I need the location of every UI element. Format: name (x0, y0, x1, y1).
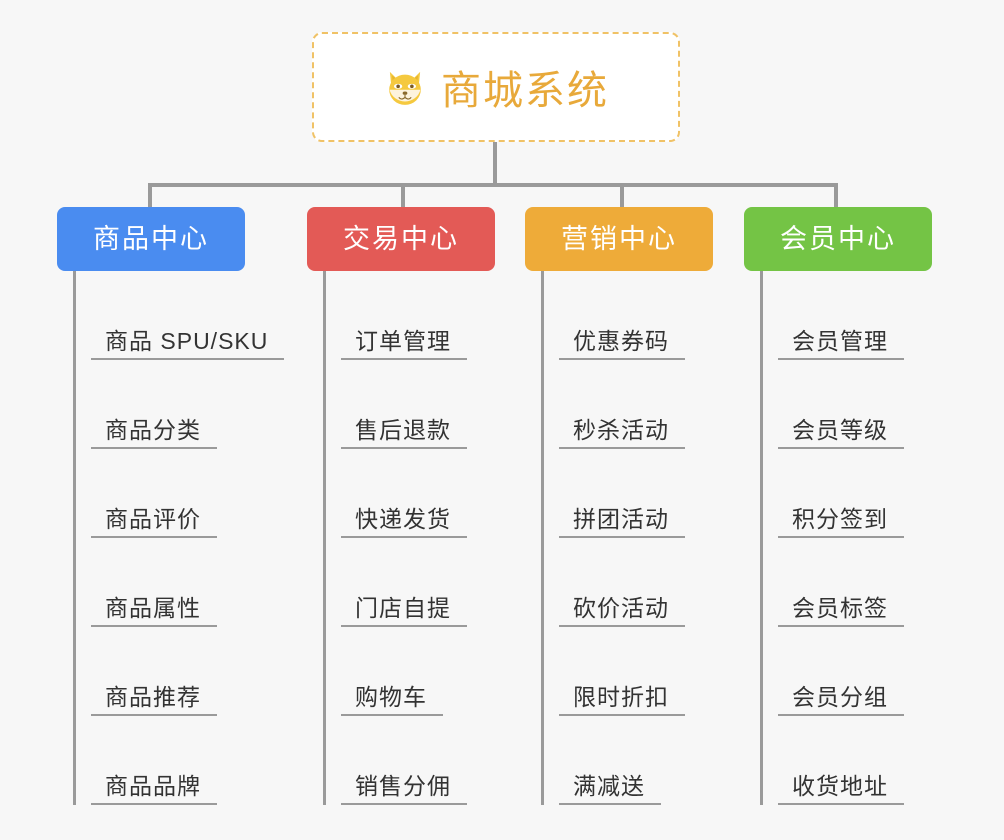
branch-item-label: 限时折扣 (573, 684, 669, 710)
branch-item-underline (559, 625, 685, 627)
branch-column: 营销中心优惠券码秒杀活动拼团活动砍价活动限时折扣满减送 (525, 207, 713, 805)
branch-item-label: 快递发货 (355, 506, 451, 532)
connector-branch-trunk (323, 271, 326, 805)
branch-item-underline (341, 536, 467, 538)
branch-item-label: 商品分类 (105, 417, 201, 443)
branch-column: 交易中心订单管理售后退款快递发货门店自提购物车销售分佣 (307, 207, 495, 805)
branch-item[interactable]: 积分签到 (762, 449, 932, 538)
branch-item-label: 会员管理 (792, 328, 888, 354)
branch-header[interactable]: 会员中心 (744, 207, 932, 271)
branch-header[interactable]: 营销中心 (525, 207, 713, 271)
branch-item[interactable]: 商品品牌 (75, 716, 268, 805)
branch-item-underline (91, 536, 217, 538)
branch-item-label: 售后退款 (355, 417, 451, 443)
branch-item-underline (559, 447, 685, 449)
branch-item-underline (559, 803, 661, 805)
branch-item[interactable]: 商品推荐 (75, 627, 268, 716)
branch-item-label: 砍价活动 (573, 595, 669, 621)
branch-item-label: 商品推荐 (105, 684, 201, 710)
connector-horizontal-bus (148, 183, 838, 187)
root-node-shop-system[interactable]: 商城系统 (312, 32, 680, 142)
connector-drop-branch-1 (148, 183, 152, 207)
branch-item[interactable]: 优惠券码 (543, 271, 713, 360)
branch-item[interactable]: 商品 SPU/SKU (75, 271, 285, 360)
branch-item[interactable]: 拼团活动 (543, 449, 713, 538)
connector-drop-branch-3 (620, 183, 624, 207)
branch-item-label: 销售分佣 (355, 773, 451, 799)
root-title: 商城系统 (441, 69, 609, 113)
branch-item[interactable]: 门店自提 (325, 538, 495, 627)
branch-item[interactable]: 售后退款 (325, 360, 495, 449)
branch-item-underline (341, 358, 467, 360)
branch-item-underline (778, 536, 904, 538)
branch-header[interactable]: 交易中心 (307, 207, 495, 271)
branch-item-label: 商品 SPU/SKU (105, 328, 269, 354)
branch-item-underline (341, 803, 467, 805)
branch-item-label: 商品属性 (105, 595, 201, 621)
branch-item-underline (778, 714, 904, 716)
branch-item[interactable]: 会员分组 (762, 627, 932, 716)
branch-item-label: 商品评价 (105, 506, 201, 532)
branch-item[interactable]: 限时折扣 (543, 627, 713, 716)
branch-header[interactable]: 商品中心 (57, 207, 245, 271)
branch-item[interactable]: 砍价活动 (543, 538, 713, 627)
branch-item-underline (778, 358, 904, 360)
branch-item-underline (559, 358, 685, 360)
branch-item-label: 积分签到 (792, 506, 888, 532)
branch-item-list: 会员管理会员等级积分签到会员标签会员分组收货地址 (744, 271, 932, 805)
branch-item-underline (559, 536, 685, 538)
branch-item[interactable]: 满减送 (543, 716, 713, 805)
branch-item-list: 商品 SPU/SKU 商品分类商品评价商品属性商品推荐商品品牌 (57, 271, 285, 805)
connector-branch-trunk (73, 271, 76, 805)
branch-item-label: 收货地址 (792, 773, 888, 799)
branch-item-underline (91, 447, 217, 449)
branch-item-label: 秒杀活动 (573, 417, 669, 443)
branch-item[interactable]: 销售分佣 (325, 716, 495, 805)
branch-item[interactable]: 商品分类 (75, 360, 268, 449)
branch-item[interactable]: 会员等级 (762, 360, 932, 449)
branch-item-label: 满减送 (573, 773, 645, 799)
branch-item-underline (341, 447, 467, 449)
branch-item-underline (341, 714, 443, 716)
branch-item-underline (559, 714, 685, 716)
branch-item-label: 门店自提 (355, 595, 451, 621)
branch-item[interactable]: 订单管理 (325, 271, 495, 360)
branch-item-underline (341, 625, 467, 627)
branch-item[interactable]: 商品属性 (75, 538, 268, 627)
branch-item-label: 会员标签 (792, 595, 888, 621)
branch-item-underline (778, 447, 904, 449)
branch-item[interactable]: 秒杀活动 (543, 360, 713, 449)
branch-item-label: 会员分组 (792, 684, 888, 710)
branch-item-underline (91, 714, 217, 716)
branch-item-label: 拼团活动 (573, 506, 669, 532)
branch-item-underline (91, 625, 217, 627)
branch-item-label: 会员等级 (792, 417, 888, 443)
branch-item[interactable]: 购物车 (325, 627, 495, 716)
branch-item-underline (778, 625, 904, 627)
branch-item[interactable]: 会员标签 (762, 538, 932, 627)
connector-branch-trunk (541, 271, 544, 805)
branch-item[interactable]: 收货地址 (762, 716, 932, 805)
branch-item-underline (778, 803, 904, 805)
branch-item[interactable]: 快递发货 (325, 449, 495, 538)
connector-drop-branch-2 (401, 183, 405, 207)
branch-item[interactable]: 会员管理 (762, 271, 932, 360)
branch-item-underline (91, 358, 285, 360)
branch-item-underline (91, 803, 217, 805)
branch-column: 商品中心商品 SPU/SKU 商品分类商品评价商品属性商品推荐商品品牌 (57, 207, 285, 805)
branch-item-label: 商品品牌 (105, 773, 201, 799)
branch-item-label: 购物车 (355, 684, 427, 710)
branch-item-label: 优惠券码 (573, 328, 669, 354)
branch-column: 会员中心会员管理会员等级积分签到会员标签会员分组收货地址 (744, 207, 932, 805)
branch-item[interactable]: 商品评价 (75, 449, 268, 538)
connector-branch-trunk (760, 271, 763, 805)
connector-drop-branch-4 (834, 183, 838, 207)
connector-root-stem (493, 142, 497, 186)
branch-item-label: 订单管理 (355, 328, 451, 354)
shiba-inu-dog-face-icon (383, 65, 427, 109)
branch-item-list: 订单管理售后退款快递发货门店自提购物车销售分佣 (307, 271, 495, 805)
branch-item-list: 优惠券码秒杀活动拼团活动砍价活动限时折扣满减送 (525, 271, 713, 805)
